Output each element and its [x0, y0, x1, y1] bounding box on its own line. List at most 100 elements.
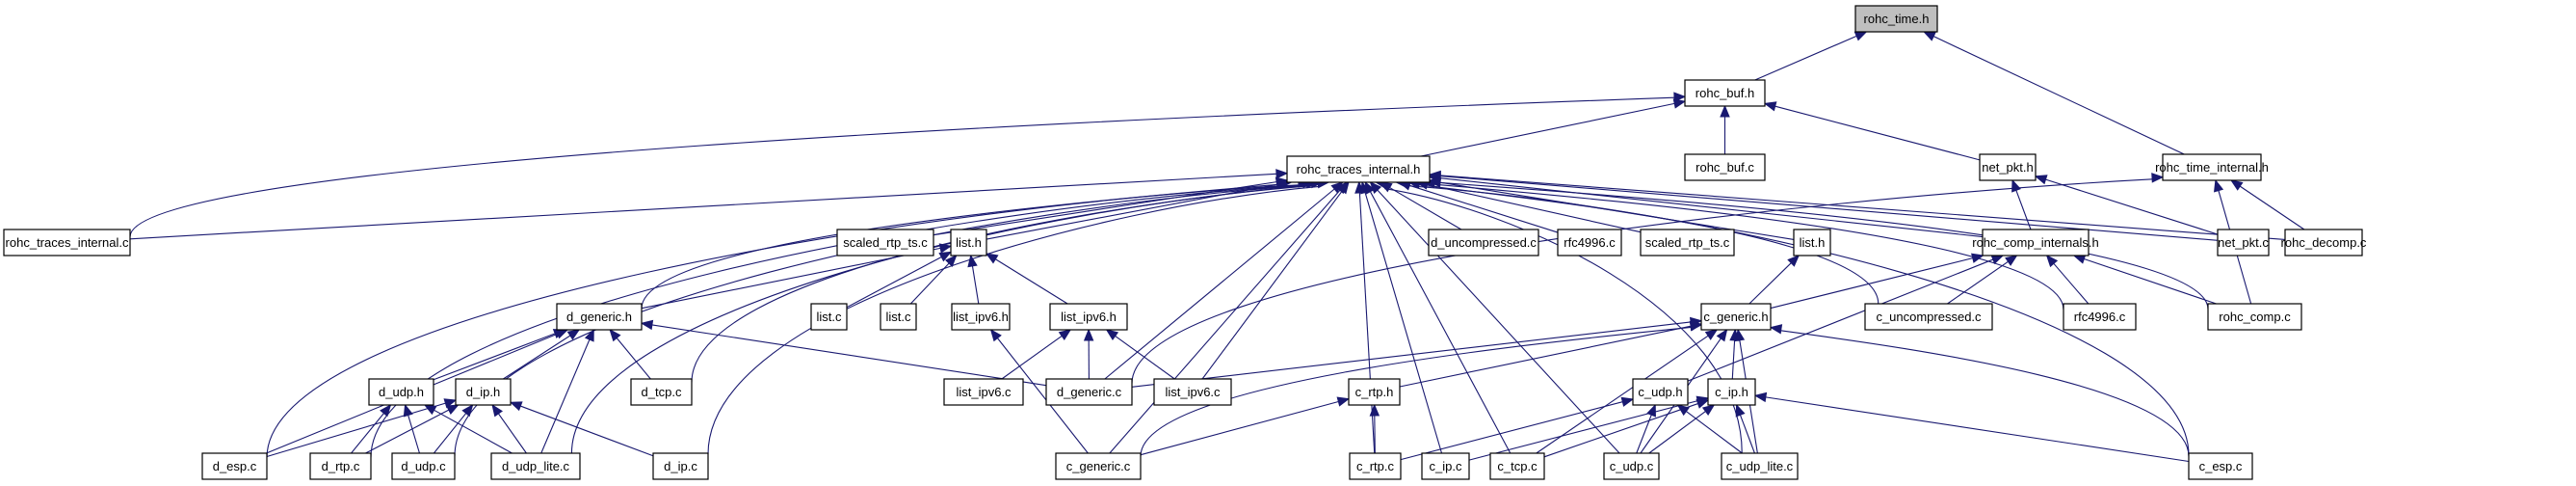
node-c-generic-h[interactable]: c_generic.h — [1700, 303, 1772, 331]
node-box[interactable] — [630, 378, 693, 406]
node-box[interactable] — [1793, 229, 1831, 256]
node-c-udp-c[interactable]: c_udp.c — [1603, 452, 1660, 480]
node-box[interactable] — [1632, 378, 1689, 406]
node-label: d_udp_lite.c — [502, 459, 570, 473]
node-list-c-1[interactable]: list.c — [810, 303, 848, 331]
node-box[interactable] — [2162, 153, 2262, 181]
node-c-udp-h[interactable]: c_udp.h — [1632, 378, 1689, 406]
node-box[interactable] — [1557, 229, 1622, 256]
node-box[interactable] — [1349, 452, 1402, 480]
node-scaled-rtp-ts-c-1[interactable]: scaled_rtp_ts.c — [836, 229, 934, 256]
node-box[interactable] — [2063, 303, 2137, 331]
node-box[interactable] — [1055, 452, 1142, 480]
node-rohc-decomp-c[interactable]: rohc_decomp.c — [2281, 229, 2367, 256]
node-net-pkt-c[interactable]: net_pkt.c — [2217, 229, 2270, 256]
node-rohc-buf-h[interactable]: rohc_buf.h — [1684, 79, 1766, 107]
node-box[interactable] — [880, 303, 917, 331]
node-c-uncompressed-c[interactable]: c_uncompressed.c — [1864, 303, 1993, 331]
node-box[interactable] — [3, 229, 131, 256]
node-rohc-time-h[interactable]: rohc_time.h — [1854, 5, 1938, 33]
node-rohc-traces-internal-h[interactable]: rohc_traces_internal.h — [1286, 155, 1431, 183]
node-box[interactable] — [1721, 452, 1799, 480]
node-box[interactable] — [1982, 229, 2090, 256]
edge-c_tcp_c-to-c_generic_h — [1536, 329, 1719, 454]
node-c-rtp-h[interactable]: c_rtp.h — [1348, 378, 1401, 406]
edge-net_pkt_c-to-net_pkt_h — [2034, 175, 2219, 235]
node-label: list_ipv6.c — [1165, 385, 1221, 399]
node-box[interactable] — [1979, 153, 2037, 181]
node-box[interactable] — [309, 452, 372, 480]
arrowhead-icon — [584, 328, 594, 342]
node-box[interactable] — [1684, 79, 1766, 107]
node-scaled-rtp-ts-c-2[interactable]: scaled_rtp_ts.c — [1640, 229, 1735, 256]
node-box[interactable] — [1640, 229, 1735, 256]
node-box[interactable] — [950, 229, 987, 256]
node-box[interactable] — [652, 452, 709, 480]
node-rohc-buf-c[interactable]: rohc_buf.c — [1684, 153, 1766, 181]
node-c-esp-c[interactable]: c_esp.c — [2188, 452, 2253, 480]
node-d-udp-c[interactable]: d_udp.c — [391, 452, 456, 480]
node-box[interactable] — [1707, 378, 1756, 406]
node-box[interactable] — [455, 378, 512, 406]
node-box[interactable] — [490, 452, 581, 480]
node-d-udp-h[interactable]: d_udp.h — [368, 378, 434, 406]
node-box[interactable] — [1489, 452, 1545, 480]
node-box[interactable] — [2217, 229, 2270, 256]
node-list-h-1[interactable]: list.h — [950, 229, 987, 256]
node-box[interactable] — [2207, 303, 2302, 331]
node-box[interactable] — [1153, 378, 1232, 406]
node-box[interactable] — [1684, 153, 1766, 181]
node-d-tcp-c[interactable]: d_tcp.c — [630, 378, 693, 406]
node-net-pkt-h[interactable]: net_pkt.h — [1979, 153, 2037, 181]
node-c-generic-c[interactable]: c_generic.c — [1055, 452, 1142, 480]
node-box[interactable] — [1286, 155, 1431, 183]
node-box[interactable] — [1428, 229, 1539, 256]
node-box[interactable] — [1700, 303, 1772, 331]
node-rfc4996-c-2[interactable]: rfc4996.c — [2063, 303, 2137, 331]
node-box[interactable] — [1049, 303, 1128, 331]
node-box[interactable] — [391, 452, 456, 480]
node-list-h-2[interactable]: list.h — [1793, 229, 1831, 256]
node-c-ip-h[interactable]: c_ip.h — [1707, 378, 1756, 406]
node-box[interactable] — [1864, 303, 1993, 331]
node-box[interactable] — [951, 303, 1011, 331]
edge-d_rtp_c-to-d_ip_h — [365, 404, 460, 454]
node-rohc-traces-internal-c[interactable]: rohc_traces_internal.c — [3, 229, 131, 256]
node-c-tcp-c[interactable]: c_tcp.c — [1489, 452, 1545, 480]
node-rohc-time-internal-h[interactable]: rohc_time_internal.h — [2155, 153, 2269, 181]
node-box[interactable] — [810, 303, 848, 331]
node-box[interactable] — [1348, 378, 1401, 406]
node-box[interactable] — [2284, 229, 2363, 256]
node-box[interactable] — [1854, 5, 1938, 33]
node-d-ip-h[interactable]: d_ip.h — [455, 378, 512, 406]
node-c-rtp-c[interactable]: c_rtp.c — [1349, 452, 1402, 480]
node-d-rtp-c[interactable]: d_rtp.c — [309, 452, 372, 480]
edge-rohc_buf_h-to-rohc_time_h — [1754, 31, 1868, 81]
node-box[interactable] — [1603, 452, 1660, 480]
node-box[interactable] — [1421, 452, 1470, 480]
node-box[interactable] — [201, 452, 268, 480]
node-box[interactable] — [1045, 378, 1133, 406]
node-d-uncompressed-c[interactable]: d_uncompressed.c — [1428, 229, 1539, 256]
node-list-ipv6-h-1[interactable]: list_ipv6.h — [951, 303, 1011, 331]
node-c-ip-c[interactable]: c_ip.c — [1421, 452, 1470, 480]
node-d-ip-c[interactable]: d_ip.c — [652, 452, 709, 480]
node-box[interactable] — [836, 229, 934, 256]
node-d-generic-h[interactable]: d_generic.h — [556, 303, 643, 331]
node-rfc4996-c-1[interactable]: rfc4996.c — [1557, 229, 1622, 256]
node-box[interactable] — [368, 378, 434, 406]
node-d-udp-lite-c[interactable]: d_udp_lite.c — [490, 452, 581, 480]
node-list-ipv6-c-2[interactable]: list_ipv6.c — [1153, 378, 1232, 406]
node-d-generic-c[interactable]: d_generic.c — [1045, 378, 1133, 406]
node-list-ipv6-c-1[interactable]: list_ipv6.c — [943, 378, 1024, 406]
node-box[interactable] — [943, 378, 1024, 406]
arrowhead-icon — [985, 253, 999, 264]
node-box[interactable] — [2188, 452, 2253, 480]
node-d-esp-c[interactable]: d_esp.c — [201, 452, 268, 480]
node-c-udp-lite-c[interactable]: c_udp_lite.c — [1721, 452, 1799, 480]
node-list-ipv6-h-2[interactable]: list_ipv6.h — [1049, 303, 1128, 331]
node-list-c-2[interactable]: list.c — [880, 303, 917, 331]
node-rohc-comp-internals-h[interactable]: rohc_comp_internals.h — [1972, 229, 2099, 256]
node-box[interactable] — [556, 303, 643, 331]
node-rohc-comp-c[interactable]: rohc_comp.c — [2207, 303, 2302, 331]
